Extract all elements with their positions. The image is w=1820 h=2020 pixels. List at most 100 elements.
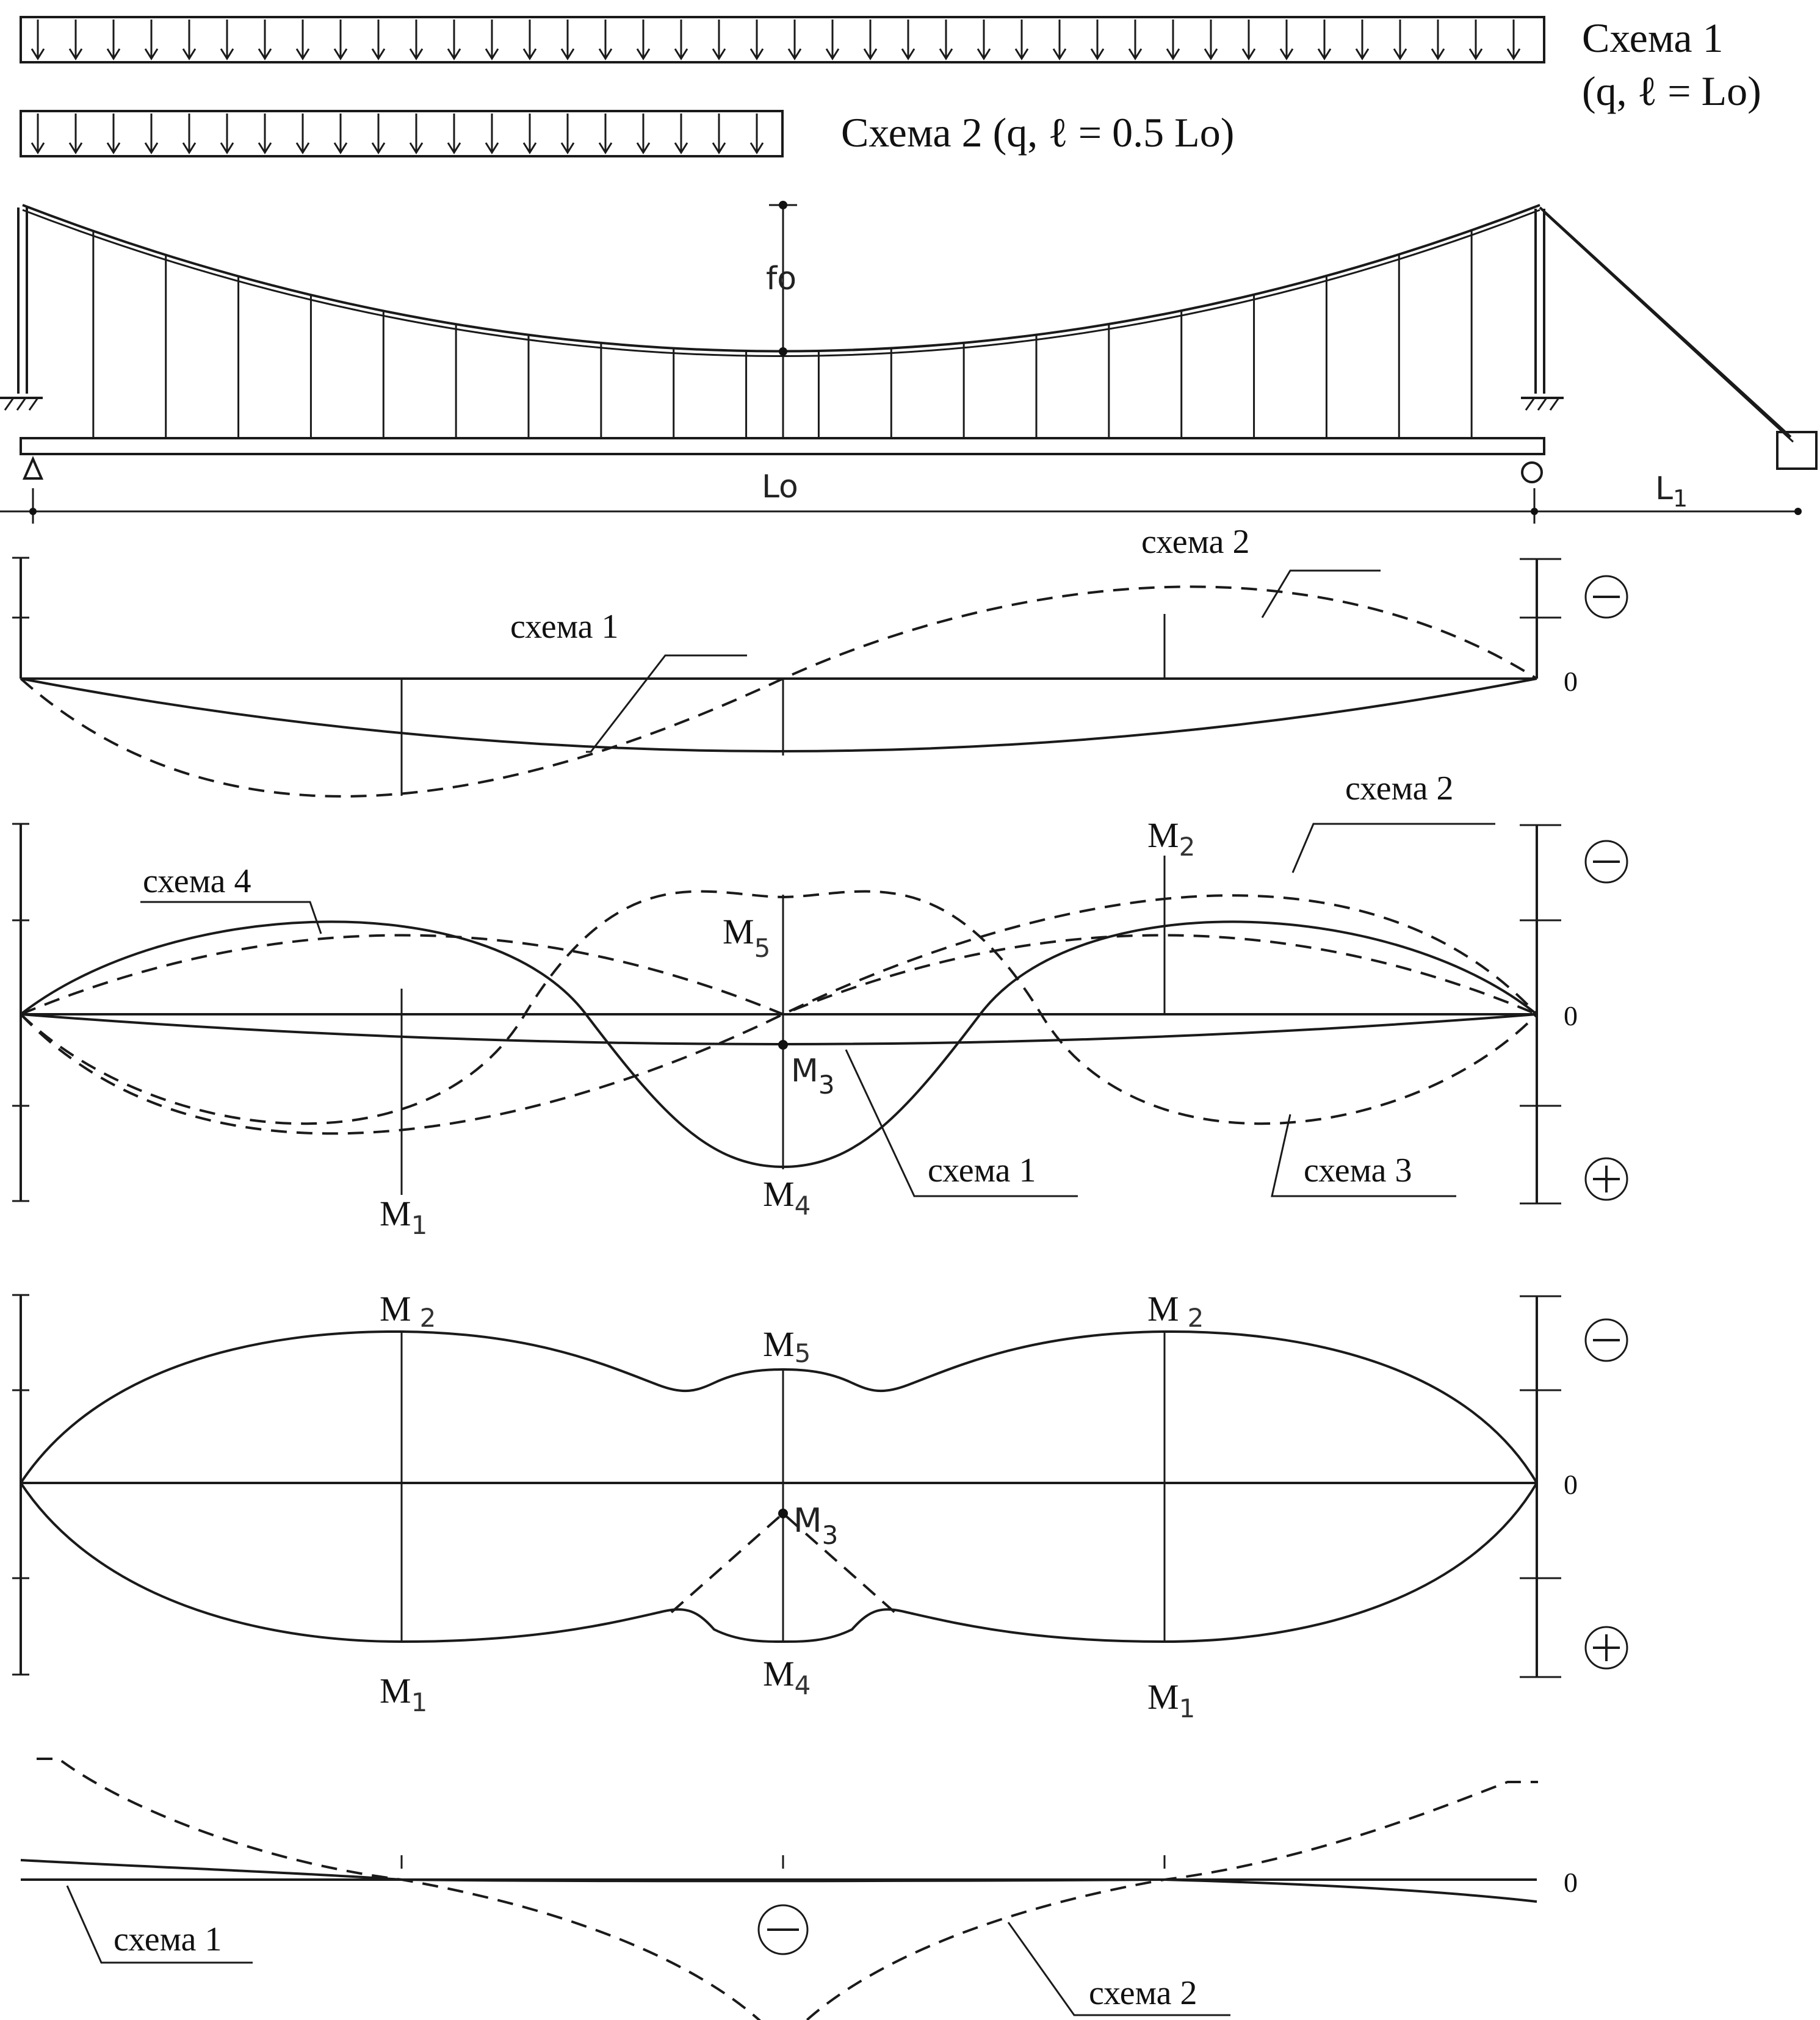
load-arrow bbox=[295, 114, 310, 154]
load-arrow bbox=[1014, 20, 1029, 60]
diagram1-sign-negative bbox=[1584, 575, 1628, 619]
diagram1-leader-scheme1 bbox=[586, 654, 747, 753]
load-arrow bbox=[1166, 20, 1180, 60]
diagram2-scheme3-label: схема 3 bbox=[1304, 1152, 1412, 1189]
load-arrow bbox=[598, 114, 613, 154]
side-span-label: L1 bbox=[1655, 471, 1688, 512]
load-arrows-2 bbox=[31, 114, 764, 154]
hangers bbox=[92, 230, 1473, 438]
diagram1-scheme2-label: схема 2 bbox=[1141, 523, 1250, 561]
load-arrow bbox=[1431, 20, 1445, 60]
diagram3-envelope-positive bbox=[20, 1482, 1538, 1643]
load-arrow bbox=[31, 20, 45, 60]
diagram4-curve-scheme1 bbox=[20, 1859, 1537, 1903]
load-arrow bbox=[409, 20, 424, 60]
load-arrow bbox=[1128, 20, 1143, 60]
load-arrow bbox=[31, 114, 45, 154]
load-arrow bbox=[1241, 20, 1256, 60]
load-arrow bbox=[144, 114, 159, 154]
deck-girder bbox=[20, 437, 1545, 455]
diagram-2 bbox=[12, 823, 1628, 1205]
load-arrow bbox=[598, 20, 613, 60]
diagram2-sign-negative bbox=[1584, 840, 1628, 884]
load-arrow bbox=[258, 114, 272, 154]
anchor-block bbox=[1776, 431, 1818, 470]
load-arrow bbox=[68, 20, 83, 60]
load-arrow bbox=[1204, 20, 1218, 60]
load-arrow bbox=[1317, 20, 1332, 60]
diagram2-m2-label: M2 bbox=[1147, 815, 1195, 862]
load-arrow bbox=[901, 20, 915, 60]
diagram4-curve-scheme2 bbox=[37, 1758, 1538, 2020]
load-arrow bbox=[939, 20, 953, 60]
load-arrow bbox=[106, 20, 121, 60]
load-arrow bbox=[1393, 20, 1407, 60]
diagram2-leader-scheme2 bbox=[1291, 823, 1495, 873]
load-arrow bbox=[447, 114, 461, 154]
diagram2-sign-positive bbox=[1584, 1157, 1628, 1201]
diagram2-curve-scheme1 bbox=[20, 1013, 1537, 1045]
diagram4-scheme2-label: схема 2 bbox=[1089, 1974, 1197, 2012]
scheme2-label: Схема 2 (q, ℓ = 0.5 Lo) bbox=[841, 109, 1234, 156]
load-arrow bbox=[1052, 20, 1067, 60]
diagram2-leader-scheme3 bbox=[1271, 1114, 1456, 1197]
diagram2-m5-label: M5 bbox=[723, 912, 770, 963]
diagram2-scheme4-label: схема 4 bbox=[143, 862, 251, 900]
diagram1-leader-scheme2 bbox=[1261, 569, 1381, 618]
diagram-4 bbox=[20, 1758, 1538, 2020]
suspension-bridge bbox=[0, 201, 1818, 524]
diagram3-m3-label: M3 bbox=[793, 1501, 838, 1550]
diagram3-sign-negative bbox=[1584, 1318, 1628, 1362]
diagram2-m3-label: M3 bbox=[791, 1053, 835, 1100]
load-arrow bbox=[825, 20, 840, 60]
load-arrow bbox=[409, 114, 424, 154]
load-arrow bbox=[787, 20, 802, 60]
load-arrow bbox=[674, 114, 688, 154]
load-arrow bbox=[333, 20, 348, 60]
diagram1-scheme1-label: схема 1 bbox=[510, 608, 619, 646]
diagram4-scheme1-label: схема 1 bbox=[114, 1921, 222, 1958]
diagram3-m1-left-label: M1 bbox=[380, 1671, 427, 1717]
diagram4-sign-negative bbox=[757, 1904, 809, 1955]
diagram1-curve-scheme2 bbox=[20, 585, 1538, 798]
diagram2-curve-scheme1-long bbox=[20, 894, 1538, 1135]
diagram2-m1-label: M1 bbox=[380, 1194, 427, 1240]
main-span-label: Lo bbox=[762, 469, 798, 505]
load-arrow bbox=[560, 114, 575, 154]
load-arrow bbox=[674, 20, 688, 60]
load-arrow bbox=[749, 20, 764, 60]
load-arrow bbox=[220, 20, 234, 60]
diagram3-sign-positive bbox=[1584, 1626, 1628, 1670]
diagram-3 bbox=[12, 1294, 1628, 1678]
load-arrow bbox=[1355, 20, 1370, 60]
load-arrow bbox=[106, 114, 121, 154]
diagram2-leader-scheme4 bbox=[140, 901, 322, 934]
diagram2-m4-label: M4 bbox=[763, 1174, 811, 1221]
diagram1-zero: 0 bbox=[1564, 666, 1578, 697]
load-arrow bbox=[522, 114, 537, 154]
load-arrow bbox=[560, 20, 575, 60]
load-arrow bbox=[485, 20, 499, 60]
diagram2-zero: 0 bbox=[1564, 1000, 1578, 1031]
load-arrow bbox=[1506, 20, 1521, 60]
load-arrow bbox=[295, 20, 310, 60]
load-arrow bbox=[485, 114, 499, 154]
load-arrow bbox=[333, 114, 348, 154]
diagram-1 bbox=[12, 557, 1628, 798]
load-arrow bbox=[182, 114, 197, 154]
load-arrow bbox=[144, 20, 159, 60]
load-arrow bbox=[371, 20, 386, 60]
load-arrow bbox=[522, 20, 537, 60]
load-arrow bbox=[636, 20, 651, 60]
scheme1-params: (q, ℓ = Lo) bbox=[1582, 68, 1761, 114]
load-arrow bbox=[182, 20, 197, 60]
diagram3-m5-label: M5 bbox=[763, 1324, 811, 1368]
diagram4-leader-scheme2 bbox=[1007, 1922, 1230, 2016]
load-arrow bbox=[371, 114, 386, 154]
diagram2-leader-scheme1 bbox=[845, 1049, 1078, 1197]
diagram2-scheme2-label: схема 2 bbox=[1345, 770, 1454, 807]
load-arrow bbox=[636, 114, 651, 154]
sag-label: fo bbox=[766, 261, 796, 297]
